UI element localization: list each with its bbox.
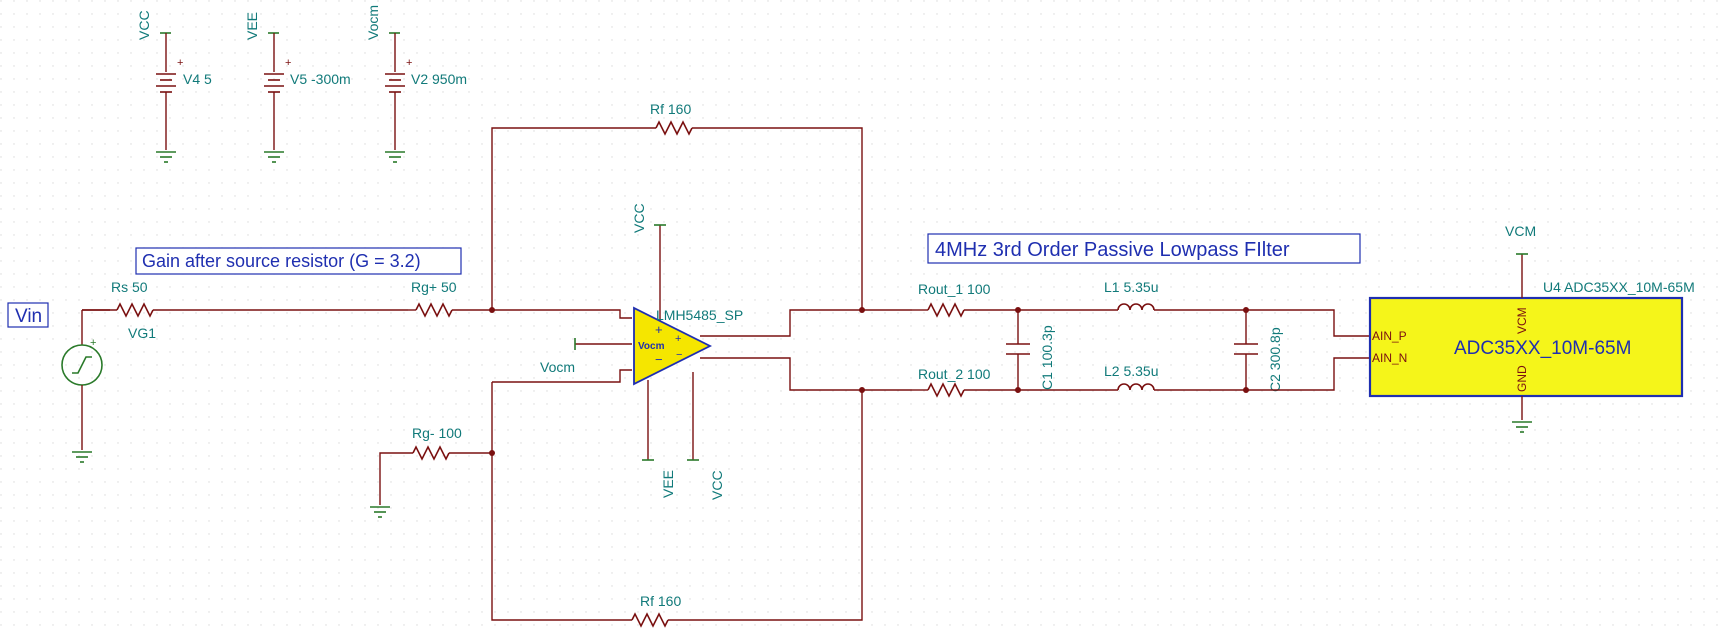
v5-label: V5 -300m (290, 71, 351, 87)
c2-capacitor[interactable]: C2 300.8p (1234, 310, 1283, 392)
wire-in-minus (492, 369, 632, 383)
rout1-resistor[interactable]: Rout_1 100 (912, 281, 991, 318)
vocm-in-label: Vocm (638, 341, 665, 352)
rf-bottom-resistor[interactable]: Rf 160 (631, 390, 863, 628)
amp-vee-bottom: VEE (660, 470, 676, 498)
rg-plus-label: Rg+ 50 (411, 279, 457, 295)
l2-label: L2 5.35u (1104, 363, 1159, 379)
svg-text:+: + (675, 333, 681, 345)
rout1-label: Rout_1 100 (918, 281, 991, 297)
adc-pin-vcm: VCM (1515, 307, 1529, 334)
vin-label-box (7, 302, 49, 328)
l1-label: L1 5.35u (1104, 279, 1159, 295)
c1-label: C1 100.3p (1039, 325, 1055, 390)
adc-ref: U4 ADC35XX_10M-65M (1543, 279, 1695, 295)
rs-label: Rs 50 (111, 279, 148, 295)
svg-text:+: + (285, 57, 291, 69)
wire-out-plus (700, 309, 912, 337)
adc-pin-n: AIN_N (1372, 351, 1407, 365)
lmh5485-amplifier[interactable]: VCC + − Vocm + − VEE VCC LMH5485_SP (631, 203, 743, 500)
rg-plus-resistor[interactable]: Rg+ 50 (408, 279, 492, 318)
v2-net-label: Vocm (365, 5, 381, 40)
svg-text:+: + (406, 57, 412, 69)
adc-body-label: ADC35XX_10M-65M (1454, 338, 1631, 359)
v4-label: V4 5 (183, 71, 212, 87)
svg-text:+: + (655, 322, 663, 337)
wire-ain-n (1246, 357, 1370, 391)
rout2-label: Rout_2 100 (918, 366, 991, 382)
rs-resistor[interactable]: Rs 50 (82, 279, 408, 318)
vg1-label: VG1 (128, 325, 156, 341)
adc-block[interactable]: AIN_P AIN_N VCM GND ADC35XX_10M-65M VCM … (1368, 223, 1695, 433)
wire-in-plus (492, 309, 632, 319)
vin-source[interactable]: Vin + VG1 (7, 302, 156, 463)
rf-top-label: Rf 160 (650, 101, 691, 117)
svg-text:+: + (90, 337, 96, 349)
wire-ain-p (1246, 309, 1370, 337)
gain-note: Gain after source resistor (G = 3.2) (135, 247, 462, 275)
rf-top-resistor[interactable]: Rf 160 (491, 101, 863, 310)
junction-dots (489, 307, 1249, 456)
c1-capacitor[interactable]: C1 100.3p (1006, 310, 1055, 390)
rg-minus-resistor[interactable]: Rg- 100 (370, 425, 492, 518)
svg-text:+: + (177, 57, 183, 69)
supply-v5[interactable]: + VEE V5 -300m (244, 12, 351, 163)
l1-inductor[interactable]: L1 5.35u (1104, 279, 1246, 311)
svg-text:−: − (655, 352, 663, 367)
filter-title-text: 4MHz 3rd Order Passive Lowpass FIlter (935, 239, 1290, 261)
supply-v2[interactable]: + Vocm V2 950m (365, 5, 467, 163)
rg-minus-label: Rg- 100 (412, 425, 462, 441)
adc-vcm-net: VCM (1505, 223, 1536, 239)
amp-name: LMH5485_SP (656, 307, 743, 323)
l2-inductor[interactable]: L2 5.35u (1104, 363, 1246, 391)
supply-v4[interactable]: + VCC V4 5 (136, 10, 212, 163)
v4-net-label: VCC (136, 10, 152, 40)
rf-bottom-label: Rf 160 (640, 593, 681, 609)
vin-label: Vin (15, 306, 42, 327)
c2-label: C2 300.8p (1267, 327, 1283, 392)
rout2-resistor[interactable]: Rout_2 100 (912, 366, 991, 398)
wire-rf-bottom-left (491, 382, 632, 621)
adc-pin-gnd: GND (1515, 365, 1529, 392)
v5-net-label: VEE (244, 12, 260, 40)
amp-vcc-bottom: VCC (709, 470, 725, 500)
vocm-pin-label: Vocm (540, 359, 575, 375)
svg-text:−: − (676, 349, 682, 361)
v2-label: V2 950m (411, 71, 467, 87)
wire-out-minus (700, 357, 912, 391)
amp-vcc-top: VCC (631, 203, 647, 233)
filter-title: 4MHz 3rd Order Passive Lowpass FIlter (927, 233, 1361, 264)
gain-note-text: Gain after source resistor (G = 3.2) (142, 251, 421, 271)
adc-pin-p: AIN_P (1372, 329, 1407, 343)
